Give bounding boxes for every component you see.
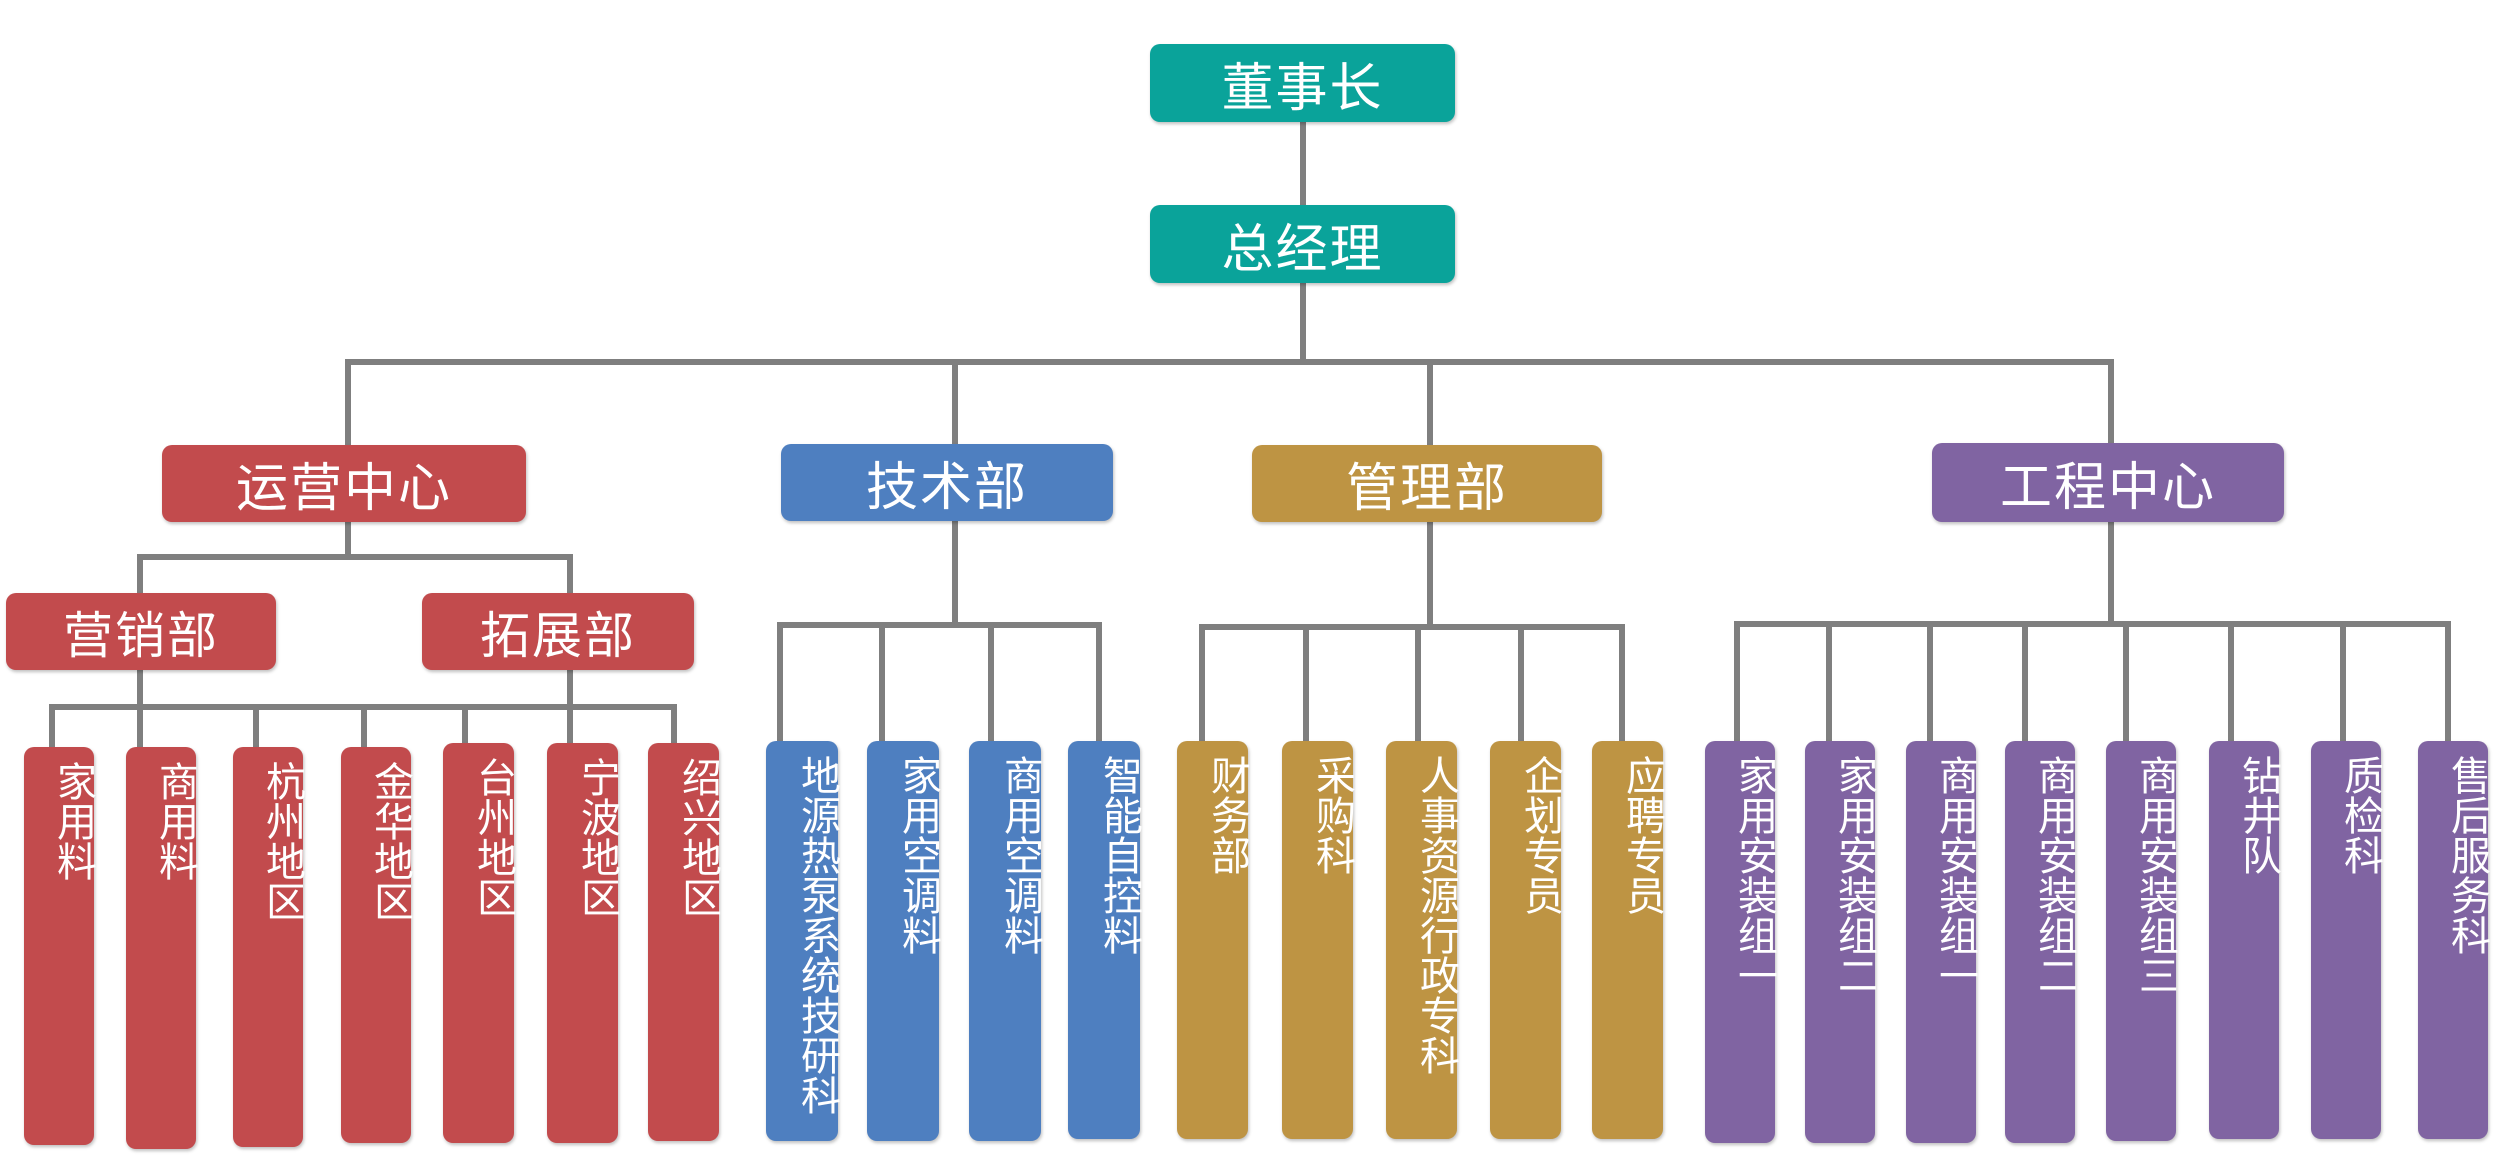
leaf-node: 商用安装组三 xyxy=(2106,741,2178,1141)
leaf-node: 售后服务科 xyxy=(2418,741,2490,1139)
expansion-department-node: 拓展部 xyxy=(422,593,694,670)
leaf-node: 采购科 xyxy=(1282,741,1355,1139)
leaf-node: 杭州地区 xyxy=(233,747,305,1147)
leaf-node: 商用安装组二 xyxy=(2005,741,2077,1143)
leaf-node: 家用安装组一 xyxy=(1705,741,1777,1143)
leaf-node: 家用空调料 xyxy=(867,741,941,1141)
marketing-department-node: 营销部 xyxy=(6,593,276,670)
leaf-node: 家用安装组二 xyxy=(1805,741,1877,1143)
leaf-node: 地源热泵系统技研科 xyxy=(766,741,840,1141)
general-manager-node: 总经理 xyxy=(1150,205,1455,283)
leaf-node: 钻井队 xyxy=(2209,741,2281,1139)
leaf-node: 财务部 xyxy=(1177,741,1250,1139)
tech-department-node: 技术部 xyxy=(781,444,1113,521)
engineering-center-node: 工程中心 xyxy=(1932,443,2284,522)
leaf-node: 应聘专员 xyxy=(1592,741,1665,1139)
leaf-node: 商用料 xyxy=(126,747,198,1149)
leaf-node: 商用安装组一 xyxy=(1906,741,1978,1143)
leaf-node: 企划专员 xyxy=(1490,741,1563,1139)
chairman-node: 董事长 xyxy=(1150,44,1455,122)
leaf-node: 宁波地区 xyxy=(547,743,620,1143)
management-department-node: 管理部 xyxy=(1252,445,1602,522)
leaf-node: 台州地区 xyxy=(443,743,516,1143)
leaf-node: 金华地区 xyxy=(341,747,413,1143)
leaf-node: 家用料 xyxy=(24,747,96,1145)
leaf-node: 人事资源行政专科 xyxy=(1386,741,1459,1139)
operations-center-node: 运营中心 xyxy=(162,445,526,522)
leaf-node: 绍兴地区 xyxy=(648,743,721,1141)
leaf-node: 商用空调料 xyxy=(969,741,1043,1141)
leaf-node: 质检科 xyxy=(2311,741,2383,1139)
leaf-node: 智能自控料 xyxy=(1068,741,1142,1139)
